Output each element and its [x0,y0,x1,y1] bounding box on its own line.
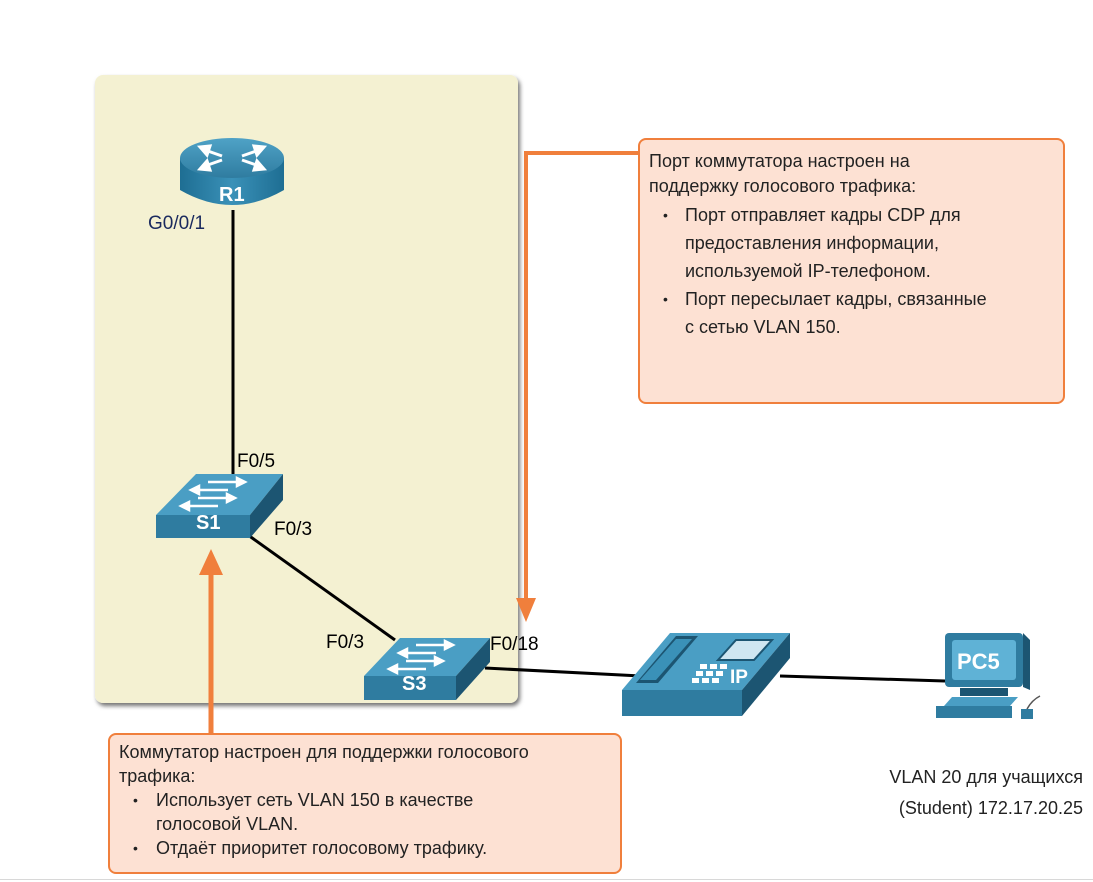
switch-s1-icon[interactable] [156,474,283,538]
port-label-s3-f018: F0/18 [490,634,539,655]
port-label-s1-f05: F0/5 [237,451,276,472]
bullet-line: предоставления информации, [685,233,939,253]
port-label-s3-f03: F0/3 [326,632,365,653]
callout-voice-port-heading-1: Порт коммутатора настроен на [649,151,910,171]
bullet-line: Порт отправляет кадры CDP для [685,205,961,225]
ip-phone-icon[interactable] [622,633,790,716]
callout-voice-switch-bullet-2: Отдаёт приоритет голосовому трафику. [119,836,610,860]
callout-voice-switch-bullet-1: Использует сеть VLAN 150 в качестве голо… [119,788,610,836]
callout-voice-port-bullet-1: Порт отправляет кадры CDP для предоставл… [649,201,1053,285]
ip-phone-label: IP [730,667,748,688]
switch-s3-icon[interactable] [364,638,490,700]
bullet-line: Отдаёт приоритет голосовому трафику. [156,838,488,858]
callout-voice-switch-list: Использует сеть VLAN 150 в качестве голо… [119,788,610,860]
bullet-line: Порт пересылает кадры, связанные [685,289,987,309]
router-r1-label: R1 [219,184,245,206]
pc5-icon[interactable] [936,633,1041,719]
callout-voice-port-heading-2: поддержку голосового трафика: [649,176,917,196]
lan-panel [95,75,518,703]
callout-bottom-arrowhead [199,549,223,575]
callout-top-connector [524,151,640,606]
pc5-vlan-note-line-2: (Student) 172.17.20.25 [898,798,1083,818]
cable-phone-pc [779,674,946,683]
callout-voice-port-bullet-2: Порт пересылает кадры, связанные с сетью… [649,285,1053,341]
callout-voice-switch-heading-1: Коммутатор настроен для поддержки голосо… [119,742,529,762]
cable-s1-s3 [247,533,396,642]
cable-s3-phone [484,666,641,678]
callout-voice-switch: Коммутатор настроен для поддержки голосо… [108,733,622,874]
bullet-line: используемой IP-телефоном. [685,261,931,281]
bullet-line: голосовой VLAN. [156,814,299,834]
port-label-r1-g001: G0/0/1 [148,213,206,234]
router-r1-icon[interactable] [180,138,284,205]
pc5-vlan-note: VLAN 20 для учащихся (Student) 172.17.20… [889,762,1083,824]
port-label-s1-f03: F0/3 [274,519,313,540]
bottom-divider [0,879,1093,880]
callout-top-arrowhead [516,598,536,622]
pc5-label: PC5 [957,649,1000,674]
bullet-line: Использует сеть VLAN 150 в качестве [156,790,474,810]
bullet-line: с сетью VLAN 150. [685,317,841,337]
callout-voice-port-list: Порт отправляет кадры CDP для предоставл… [649,201,1053,341]
callout-voice-switch-heading-2: трафика: [119,766,196,786]
switch-s3-label: S3 [402,673,427,695]
switch-s1-label: S1 [196,512,221,534]
callout-voice-port: Порт коммутатора настроен на поддержку г… [638,138,1065,404]
pc5-vlan-note-line-1: VLAN 20 для учащихся [889,767,1083,787]
